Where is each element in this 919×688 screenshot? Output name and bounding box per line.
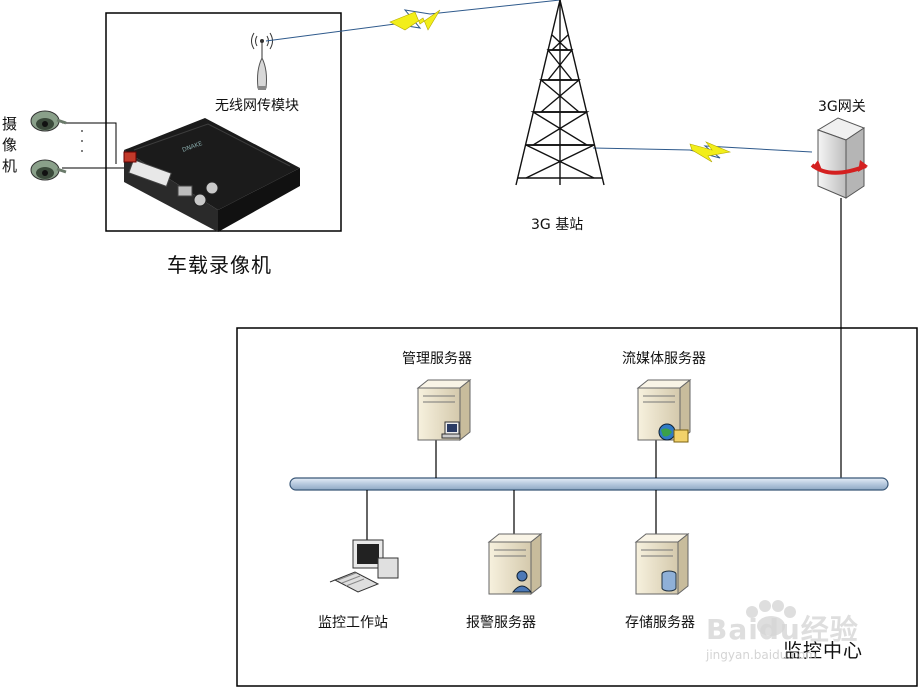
workstation-icon [329,539,399,593]
base-station-label: 3G 基站 [531,217,584,233]
camera-icon-1 [30,110,67,132]
wireless-link-2 [592,141,813,163]
streaming-server-icon [636,378,692,443]
monitoring-center-label: 监控中心 [783,640,864,662]
vehicle-recorder-label: 车载录像机 [167,253,272,277]
management-server-icon [416,378,472,442]
dvr-device-icon: DNAKE [123,118,300,232]
monitoring-center-frame [236,327,918,687]
management-server-label: 管理服务器 [402,351,472,367]
gateway-label: 3G网关 [818,99,866,115]
alarm-server-label: 报警服务器 [466,615,536,631]
server-connectors [366,440,657,540]
storage-server-icon [634,532,690,596]
alarm-server-icon [487,532,543,596]
gateway-icon [810,117,868,199]
streaming-server-label: 流媒体服务器 [622,351,706,367]
watermark-brand: Baidu经验 [706,613,859,646]
watermark-paw-icon [746,600,796,636]
network-bus [289,477,889,491]
wireless-module-label: 无线网传模块 [215,98,299,114]
workstation-label: 监控工作站 [318,615,388,631]
camera-wires [62,122,124,169]
camera-icon-2 [30,159,67,181]
wireless-link-1 [265,0,561,42]
antenna-icon [251,32,273,90]
watermark-url: jingyan.baidu.com [706,648,817,662]
vehicle-recorder-frame [105,12,342,232]
camera-label: 摄 像 机 [2,115,18,175]
storage-server-label: 存储服务器 [625,615,695,631]
tower-icon [515,0,605,186]
